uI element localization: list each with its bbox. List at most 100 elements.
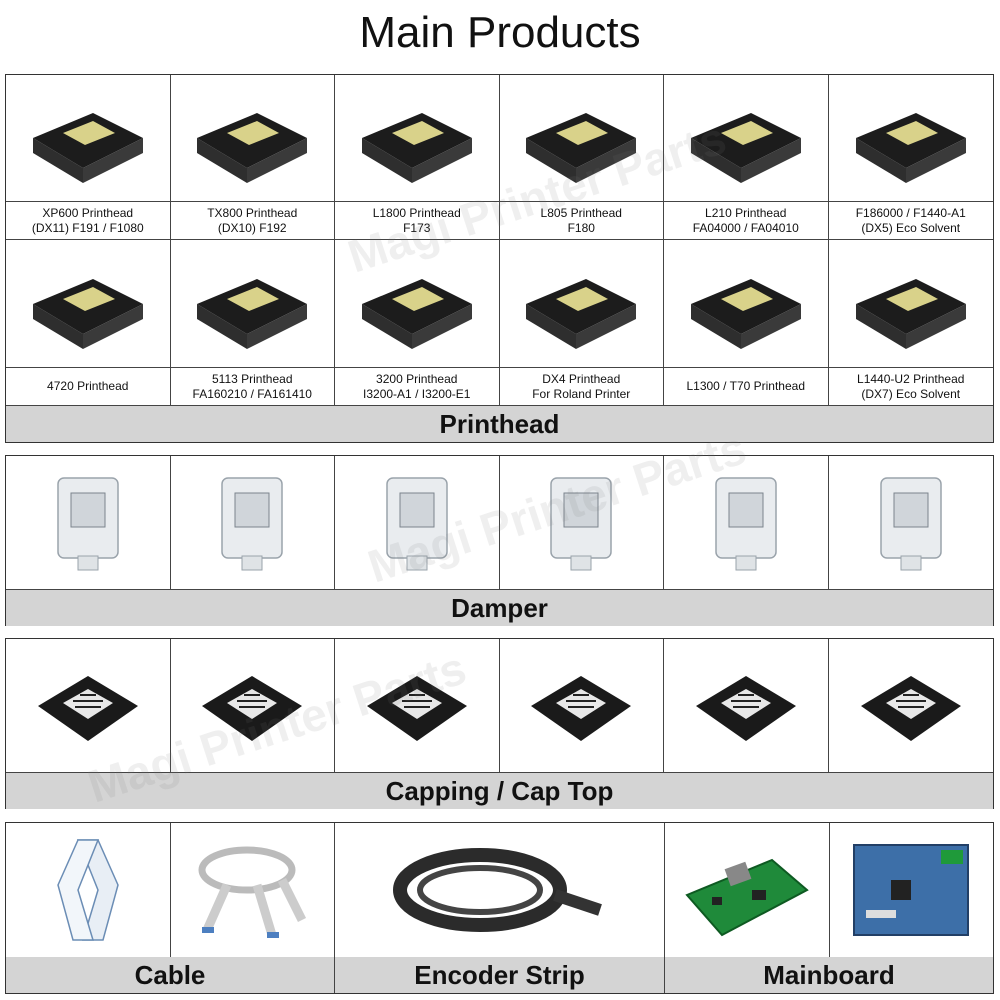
printhead-icon [664, 240, 828, 367]
caption-line: XP600 Printhead [42, 205, 134, 220]
caption-line: (DX7) Eco Solvent [861, 386, 961, 401]
damper-icon [829, 456, 994, 589]
encoder-group: Encoder Strip [335, 823, 665, 993]
damper-product [170, 456, 335, 590]
printhead-icon [171, 240, 335, 367]
caption-line: L1300 / T70 Printhead [686, 379, 806, 393]
printhead-icon [500, 240, 664, 367]
damper-banner: Damper [6, 590, 993, 626]
capping-product [335, 639, 500, 773]
damper-product [335, 456, 500, 590]
capping-product [828, 639, 994, 773]
printhead-icon [829, 75, 994, 201]
capping-icon [829, 639, 994, 772]
damper-product [828, 456, 994, 590]
capping-icon [500, 639, 664, 772]
caption-line: For Roland Printer [532, 386, 631, 401]
caption-line: (DX5) Eco Solvent [861, 220, 961, 235]
cable-image [6, 823, 171, 957]
caption-line: L1800 Printhead [372, 205, 461, 220]
capping-product [6, 639, 171, 773]
capping-icon [664, 639, 828, 772]
caption-line: (DX10) F192 [217, 220, 287, 235]
printhead-product: XP600 Printhead(DX11) F191 / F1080 [6, 75, 171, 240]
capping-product [170, 639, 335, 773]
damper-icon [335, 456, 499, 589]
caption-line: F173 [403, 220, 431, 235]
capping-grid [6, 639, 993, 773]
capping-product [499, 639, 664, 773]
caption-line: FA160210 / FA161410 [192, 386, 312, 401]
caption-line: 3200 Printhead [376, 371, 458, 386]
caption-line: DX4 Printhead [542, 371, 621, 386]
mainboard-banner: Mainboard [665, 957, 993, 993]
encoder-strip-image [335, 823, 664, 957]
printhead-product: TX800 Printhead(DX10) F192 [170, 75, 335, 240]
encoder-strip-banner: Encoder Strip [335, 957, 664, 993]
damper-product [6, 456, 171, 590]
product-caption: L1440-U2 Printhead(DX7) Eco Solvent [828, 367, 993, 405]
caption-line: TX800 Printhead [207, 205, 298, 220]
caption-line: I3200-A1 / I3200-E1 [363, 386, 471, 401]
bottom-section: Cable Encoder Strip Mainboard [5, 822, 994, 994]
cable-group: Cable [6, 823, 335, 993]
caption-line: L1440-U2 Printhead [857, 371, 965, 386]
damper-icon [664, 456, 828, 589]
damper-section: Damper [5, 455, 994, 626]
damper-grid [6, 456, 993, 590]
printhead-icon [335, 240, 499, 367]
printhead-icon [829, 240, 994, 367]
printhead-product: 4720 Printhead [6, 240, 171, 406]
printhead-product: L1300 / T70 Printhead [664, 240, 829, 406]
capping-icon [6, 639, 170, 772]
cable-banner: Cable [6, 957, 334, 993]
page-title: Main Products [359, 8, 641, 57]
capping-banner: Capping / Cap Top [6, 773, 993, 809]
printhead-banner: Printhead [6, 406, 993, 442]
printhead-icon [664, 75, 828, 201]
mainboard-image [665, 823, 830, 957]
printhead-icon [171, 75, 335, 201]
caption-line: F180 [567, 220, 595, 235]
damper-product [499, 456, 664, 590]
mainboard-image [830, 823, 994, 957]
damper-product [664, 456, 829, 590]
product-caption: 4720 Printhead [6, 367, 170, 405]
printhead-product: L1440-U2 Printhead(DX7) Eco Solvent [828, 240, 994, 406]
caption-line: 4720 Printhead [47, 379, 129, 393]
printhead-icon [6, 240, 170, 367]
caption-line: (DX11) F191 / F1080 [31, 220, 144, 235]
damper-icon [6, 456, 170, 589]
capping-icon [171, 639, 335, 772]
product-caption: F186000 / F1440-A1(DX5) Eco Solvent [828, 201, 993, 239]
product-caption: L1300 / T70 Printhead [664, 367, 828, 405]
damper-icon [171, 456, 335, 589]
caption-line: L210 Printhead [705, 205, 787, 220]
printhead-icon [335, 75, 499, 201]
caption-line: FA04000 / FA04010 [692, 220, 799, 235]
caption-line: L805 Printhead [540, 205, 622, 220]
capping-section: Capping / Cap Top [5, 638, 994, 809]
capping-icon [335, 639, 499, 772]
printhead-product: F186000 / F1440-A1(DX5) Eco Solvent [828, 75, 994, 240]
product-caption: TX800 Printhead(DX10) F192 [170, 201, 334, 239]
printhead-icon [6, 75, 170, 201]
capping-product [664, 639, 829, 773]
product-caption: XP600 Printhead(DX11) F191 / F1080 [6, 201, 170, 239]
caption-line: 5113 Printhead [211, 371, 293, 386]
mainboard-group: Mainboard [665, 823, 993, 993]
damper-icon [500, 456, 664, 589]
